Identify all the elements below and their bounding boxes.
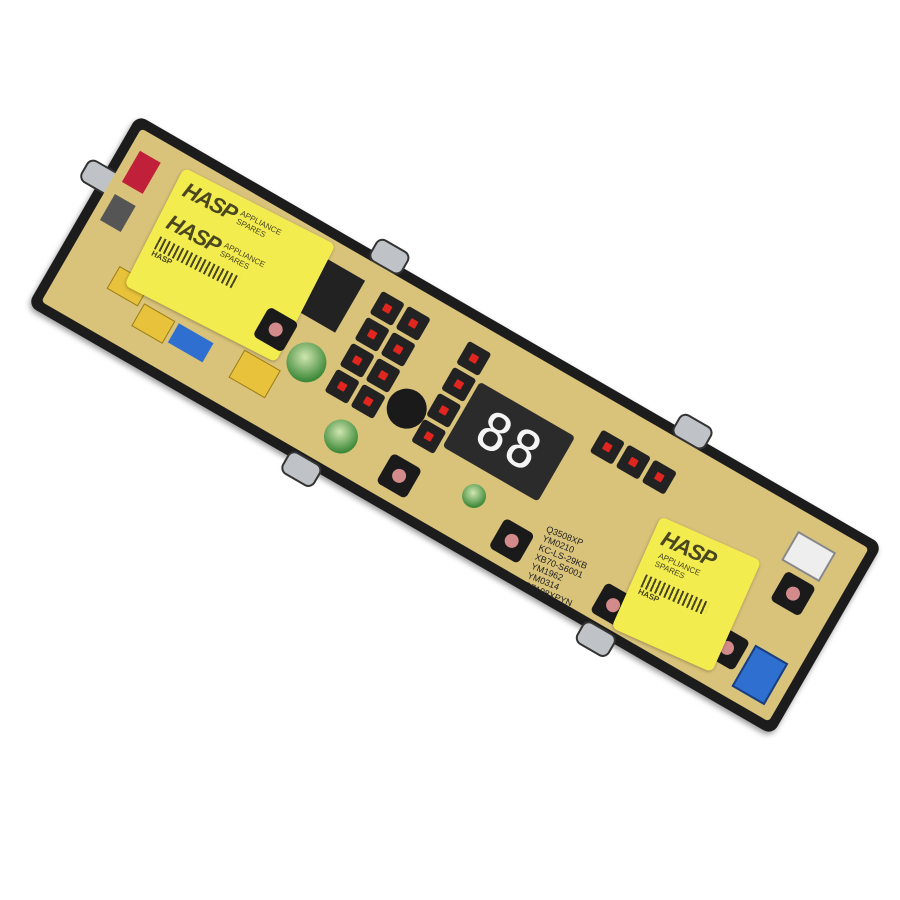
circuit-board: HASPAPPLIANCE SPARES HASPAPPLIANCE SPARE… [27,114,883,736]
